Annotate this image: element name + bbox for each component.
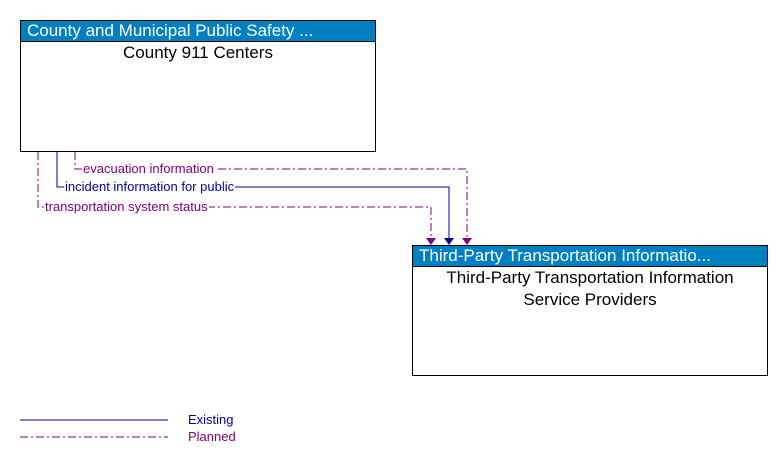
flow-line-incident-information[interactable] <box>56 152 450 240</box>
flow-line-transportation-system-status[interactable] <box>37 152 432 240</box>
target-element-header: Third-Party Transportation Informatio... <box>413 246 767 267</box>
flow-label-evacuation-information: evacuation information <box>82 161 215 176</box>
source-element-header: County and Municipal Public Safety ... <box>21 21 375 42</box>
source-element-name: County 911 Centers <box>123 43 273 62</box>
source-element-box[interactable]: County and Municipal Public Safety ... C… <box>20 20 376 152</box>
arrow-icon <box>462 238 472 245</box>
arrow-icon <box>444 238 454 245</box>
flow-label-transportation-system-status: transportation system status <box>44 199 209 214</box>
flow-line-evacuation-information[interactable] <box>74 152 468 240</box>
flow-label-incident-information: incident information for public <box>64 179 236 194</box>
legend-existing-label: Existing <box>188 412 234 427</box>
legend-planned-label: Planned <box>188 429 236 444</box>
target-element-name: Third-Party Transportation Information S… <box>446 268 734 309</box>
target-element-box[interactable]: Third-Party Transportation Informatio...… <box>412 245 768 376</box>
arrow-icon <box>426 238 436 245</box>
